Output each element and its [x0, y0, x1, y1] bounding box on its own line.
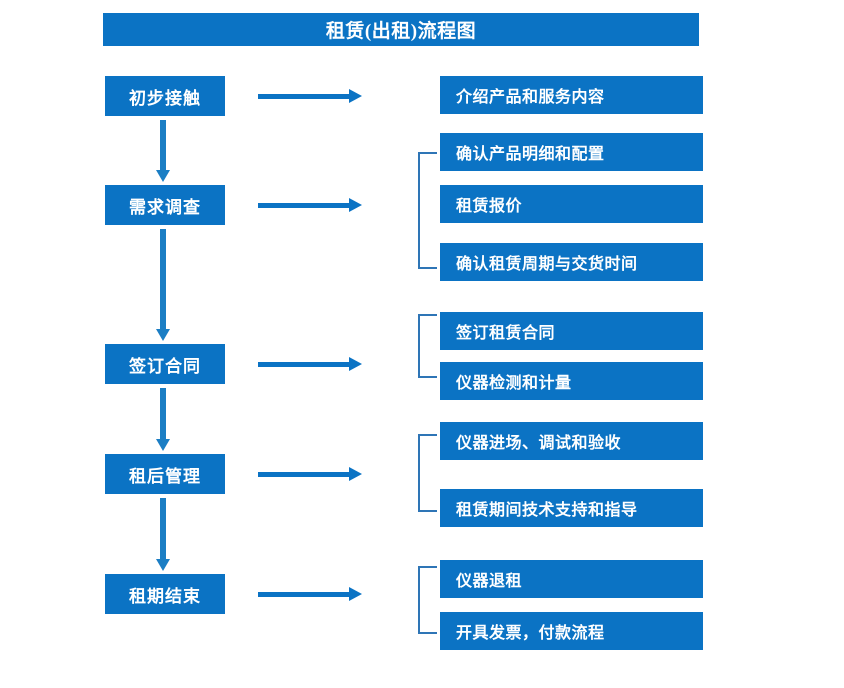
- diagram-title: 租赁(出租)流程图: [103, 13, 699, 46]
- detail-arrow-right-3: [258, 357, 362, 371]
- flow-arrow-down-3: [156, 388, 170, 451]
- detail-box-5[interactable]: 签订租赁合同: [440, 312, 703, 350]
- detail-box-9[interactable]: 仪器退租: [440, 560, 703, 598]
- group-bracket-3: [418, 314, 437, 378]
- detail-box-2[interactable]: 确认产品明细和配置: [440, 133, 703, 171]
- group-bracket-2: [418, 152, 437, 269]
- detail-box-1[interactable]: 介绍产品和服务内容: [440, 76, 703, 114]
- stage-box-5[interactable]: 租期结束: [105, 574, 225, 614]
- stage-box-3[interactable]: 签订合同: [105, 344, 225, 384]
- detail-arrow-right-5: [258, 587, 362, 601]
- group-bracket-4: [418, 434, 437, 512]
- flow-arrow-down-2: [156, 229, 170, 341]
- detail-arrow-right-2: [258, 198, 362, 212]
- detail-box-7[interactable]: 仪器进场、调试和验收: [440, 422, 703, 460]
- detail-box-6[interactable]: 仪器检测和计量: [440, 362, 703, 400]
- detail-box-4[interactable]: 确认租赁周期与交货时间: [440, 243, 703, 281]
- detail-box-3[interactable]: 租赁报价: [440, 185, 703, 223]
- flow-arrow-down-1: [156, 120, 170, 182]
- flow-arrow-down-4: [156, 498, 170, 571]
- detail-arrow-right-4: [258, 467, 362, 481]
- stage-box-1[interactable]: 初步接触: [105, 76, 225, 116]
- detail-box-10[interactable]: 开具发票，付款流程: [440, 612, 703, 650]
- stage-box-4[interactable]: 租后管理: [105, 454, 225, 494]
- detail-arrow-right-1: [258, 89, 362, 103]
- group-bracket-5: [418, 566, 437, 634]
- stage-box-2[interactable]: 需求调查: [105, 185, 225, 225]
- detail-box-8[interactable]: 租赁期间技术支持和指导: [440, 489, 703, 527]
